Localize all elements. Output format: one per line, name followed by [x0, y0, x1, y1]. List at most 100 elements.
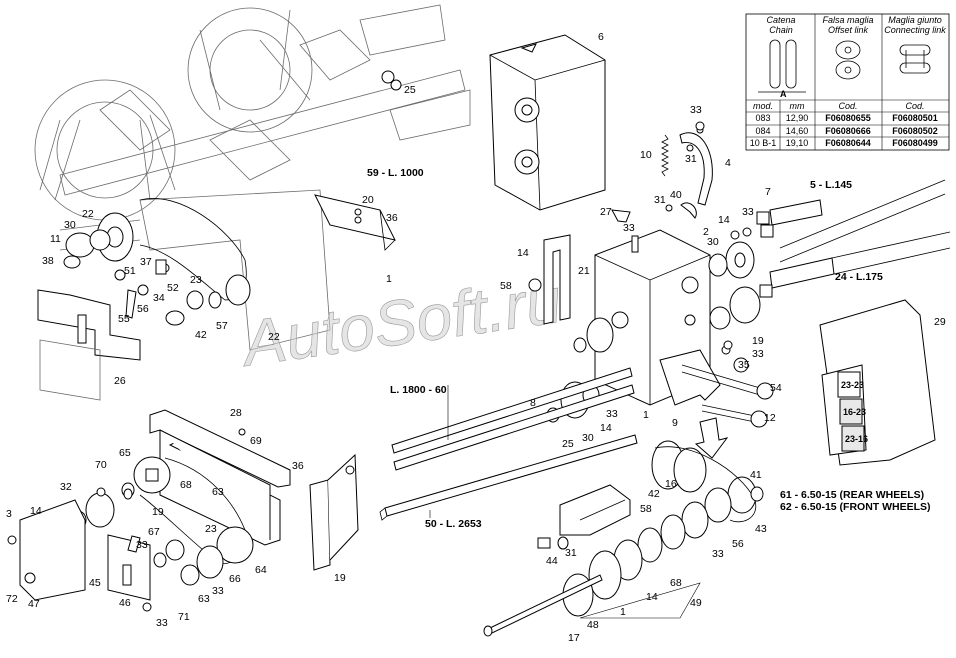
length-label-24: 24 - L.175 — [835, 271, 883, 283]
callout-number: 36 — [292, 460, 304, 472]
callout-number: 8 — [530, 397, 536, 409]
spring-and-lever — [661, 126, 713, 219]
offset-link-icon — [835, 40, 861, 80]
callout-number: 38 — [42, 255, 54, 267]
callout-number: 2 — [703, 226, 709, 238]
callout-number: 19 — [152, 506, 164, 518]
wheel-note-front: 62 - 6.50-15 (FRONT WHEELS) — [780, 501, 931, 513]
callout-number: 55 — [118, 313, 130, 325]
callout-number: 1 — [620, 606, 626, 618]
callout-number: 68 — [670, 577, 682, 589]
callout-number: 32 — [60, 481, 72, 493]
callout-number: 1 — [386, 273, 392, 285]
chain-table-cell: F06080502 — [892, 126, 938, 136]
callout-number: 9 — [672, 417, 678, 429]
callout-number: 41 — [750, 469, 762, 481]
callout-number: 29 — [934, 316, 946, 328]
callout-number: 69 — [250, 435, 262, 447]
callout-number: 65 — [119, 447, 131, 459]
callout-number: 72 — [6, 593, 18, 605]
ratio-plate-1: 23-23 — [841, 380, 864, 390]
shafts-5-24 — [756, 179, 951, 298]
callout-number: 33 — [136, 539, 148, 551]
callout-number: 27 — [600, 206, 612, 218]
callout-number: 33 — [690, 104, 702, 116]
callout-number: 22 — [82, 208, 94, 220]
callout-number: 43 — [755, 523, 767, 535]
callout-number: 33 — [742, 206, 754, 218]
chain-table-cell: 084 — [755, 126, 770, 136]
callout-number: 30 — [707, 236, 719, 248]
callout-number: 4 — [725, 157, 731, 169]
callout-number: 25 — [404, 84, 416, 96]
chain-header-it: Catena — [766, 15, 795, 25]
callout-number: 45 — [89, 577, 101, 589]
callout-number: 1 — [643, 409, 649, 421]
callout-number: 42 — [195, 329, 207, 341]
ratio-plate-3: 23-16 — [845, 434, 868, 444]
callout-number: 66 — [229, 573, 241, 585]
sub-header-mm: mm — [790, 101, 805, 111]
bracket-21 — [543, 234, 571, 325]
gear-stack — [483, 440, 764, 637]
chain-table-cell: F06080499 — [892, 138, 938, 148]
callout-number: 33 — [752, 348, 764, 360]
callout-number: 19 — [752, 335, 764, 347]
assembly-arrow-icon — [694, 417, 729, 459]
callout-number: 64 — [255, 564, 267, 576]
cover-8: 23-23 16-23 23-16 — [819, 299, 936, 466]
ratio-plate-2: 16-23 — [843, 407, 866, 417]
sub-header-cod-offset: Cod. — [838, 101, 857, 111]
callout-number: 11 — [50, 233, 61, 245]
callout-number: 36 — [386, 212, 398, 224]
chain-table-cell: 083 — [755, 113, 770, 123]
callout-number: 31 — [685, 153, 697, 165]
lower-frame-65 — [149, 409, 291, 546]
callout-number: 33 — [212, 585, 224, 597]
callout-number: 33 — [623, 222, 635, 234]
fasteners — [7, 70, 752, 612]
callout-number: 23 — [205, 523, 217, 535]
callout-number: 68 — [180, 479, 192, 491]
chain-table-cell: F06080501 — [892, 113, 938, 123]
wheel-note-rear: 61 - 6.50-15 (REAR WHEELS) — [780, 489, 924, 501]
callout-number: 14 — [646, 591, 658, 603]
callout-number: 54 — [770, 382, 782, 394]
callout-number: 48 — [587, 619, 599, 631]
lower-chain-drive — [19, 456, 254, 601]
axle-shafts — [379, 367, 638, 521]
callout-number: 58 — [640, 503, 652, 515]
callout-number: 30 — [582, 432, 594, 444]
callout-number: 33 — [156, 617, 168, 629]
chain-header-en: Chain — [769, 25, 793, 35]
callout-number: 26 — [114, 375, 126, 387]
callout-number: 49 — [690, 597, 702, 609]
callout-number: 14 — [718, 214, 730, 226]
callout-number: 20 — [362, 194, 374, 206]
length-labels: 59 - L. 1000 5 - L.145 24 - L.175 L. 180… — [367, 167, 931, 530]
callout-number: 3 — [6, 508, 12, 520]
callout-number: 17 — [568, 632, 580, 644]
callout-number: 16 — [665, 478, 677, 490]
connecting-header-it: Maglia giunto — [888, 15, 942, 25]
callout-number: 56 — [732, 538, 744, 550]
watermark: AutoSoft.ru — [235, 264, 566, 380]
callout-number: 28 — [230, 407, 242, 419]
callout-number: 35 — [738, 359, 750, 371]
callout-number: 46 — [119, 597, 131, 609]
offset-header-it: Falsa maglia — [822, 15, 873, 25]
callout-number: 15 — [0, 0, 12, 3]
callout-number: 12 — [764, 412, 776, 424]
callout-number: 51 — [124, 265, 136, 277]
plate-72 — [309, 453, 359, 571]
callout-number: 14 — [30, 505, 42, 517]
callout-number: 33 — [712, 548, 724, 560]
callout-number: 52 — [167, 282, 179, 294]
callout-number: 7 — [765, 186, 771, 198]
sub-header-mod: mod. — [753, 101, 773, 111]
callout-number: 56 — [137, 303, 149, 315]
callout-number: 14 — [600, 422, 612, 434]
callout-number: 40 — [670, 189, 682, 201]
callout-number: 25 — [562, 438, 574, 450]
